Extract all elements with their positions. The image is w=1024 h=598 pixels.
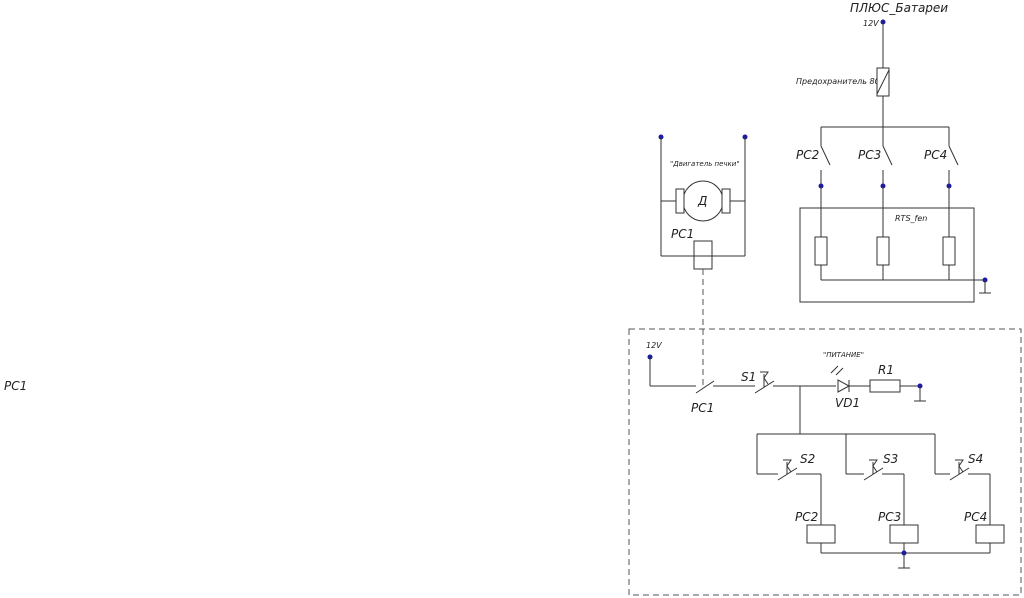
s1-switch: S1 <box>741 370 836 394</box>
coil-pc3-label: PC3 <box>878 510 901 524</box>
coil-pc4-label: PC4 <box>964 510 987 524</box>
power-led-label: "ПИТАНИЕ" <box>823 351 864 359</box>
motor-section: "Двигатель печки" Д PC1 <box>658 134 748 386</box>
pc1-contact: PC1 <box>691 380 755 415</box>
motor-brush-right <box>721 188 731 214</box>
rts-fen-label: RTS_fen <box>895 214 927 223</box>
s2-branch: S2 PC2 <box>756 434 836 553</box>
pc1-contact-label: PC1 <box>691 401 714 415</box>
control-panel-frame <box>628 328 1022 596</box>
coil-pc2-label: PC2 <box>795 510 818 524</box>
pc1-relay-coil <box>693 240 713 270</box>
pc4-contact-label: PC4 <box>924 148 947 162</box>
pc2-coil <box>806 524 836 544</box>
fuse-diagonal <box>876 69 890 95</box>
motor-letter: Д <box>697 194 707 208</box>
pc3-coil <box>889 524 919 544</box>
r1-label: R1 <box>878 363 894 377</box>
battery-plus-label: ПЛЮС_Батареи <box>850 1 948 15</box>
s3-label: S3 <box>883 452 898 466</box>
pc4-coil <box>975 524 1005 544</box>
pc3-contact-label: PC3 <box>858 148 881 162</box>
fuse-label: Предохранитель 80А <box>796 77 885 86</box>
rts-resistor-1 <box>814 236 828 266</box>
rts-resistor-2 <box>876 236 890 266</box>
s4-label: S4 <box>968 452 983 466</box>
battery-supply-section: ПЛЮС_Батареи 12V Предохранитель 80А PC2 … <box>796 1 991 303</box>
rts-fen-frame <box>799 207 975 303</box>
motor-relay-label: PC1 <box>671 227 694 241</box>
s3-branch: S3 PC3 <box>845 434 919 553</box>
r1-resistor: R1 <box>869 363 926 402</box>
control-panel: 12V PC1 S1 "ПИТАНИЕ" VD1 <box>628 328 1022 596</box>
vd1-led: "ПИТАНИЕ" VD1 <box>823 351 870 410</box>
s1-label: S1 <box>741 370 756 384</box>
v12-left-label: 12V <box>646 341 662 350</box>
rts-resistor-3 <box>942 236 956 266</box>
v12-top-label: 12V <box>863 19 879 28</box>
vd1-label: VD1 <box>835 396 860 410</box>
s2-label: S2 <box>800 452 815 466</box>
motor-brush-left <box>675 188 685 214</box>
relay-contact-pc3: PC3 <box>858 127 893 237</box>
left-pc1-label: PC1 <box>4 379 27 393</box>
relay-contact-pc2: PC2 <box>796 127 831 237</box>
motor-name-label: "Двигатель печки" <box>670 160 740 168</box>
pc2-contact-label: PC2 <box>796 148 819 162</box>
rts-fen-block: RTS_fen <box>799 207 991 303</box>
relay-contact-pc4: PC4 <box>924 127 959 237</box>
s4-branch: S4 PC4 <box>934 434 1005 553</box>
